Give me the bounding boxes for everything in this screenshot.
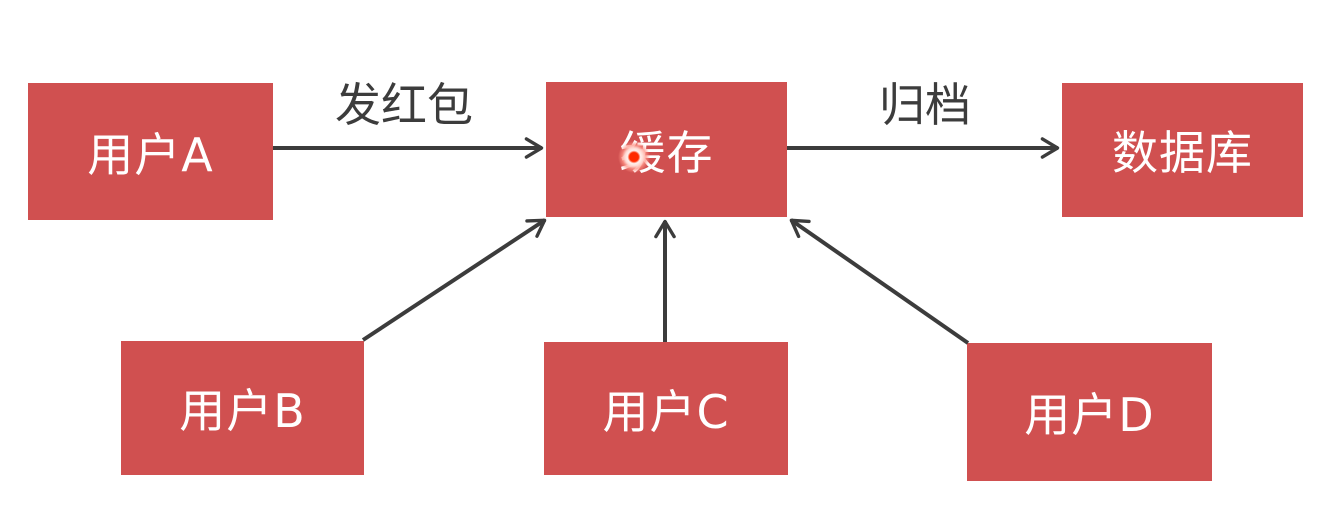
node-user-b: 用户B [121,341,364,475]
node-database: 数据库 [1062,83,1303,217]
node-cache: 缓存 [546,82,787,217]
node-user-d: 用户D [967,343,1212,481]
node-user-c-label: 用户C [602,384,730,439]
edge-label-send-red-packet: 发红包 [335,78,473,132]
edge-label-archive: 归档 [879,78,971,132]
node-database-label: 数据库 [1112,126,1253,180]
node-user-b-label: 用户B [179,384,306,438]
node-user-a: 用户A [28,83,273,220]
arrow-userb-to-cache [361,218,547,342]
node-user-d-label: 用户D [1024,388,1155,442]
arrow-userd-to-cache [789,218,970,345]
node-user-a-label: 用户A [87,127,214,182]
node-user-c: 用户C [544,342,788,475]
node-cache-label: 缓存 [619,125,714,180]
